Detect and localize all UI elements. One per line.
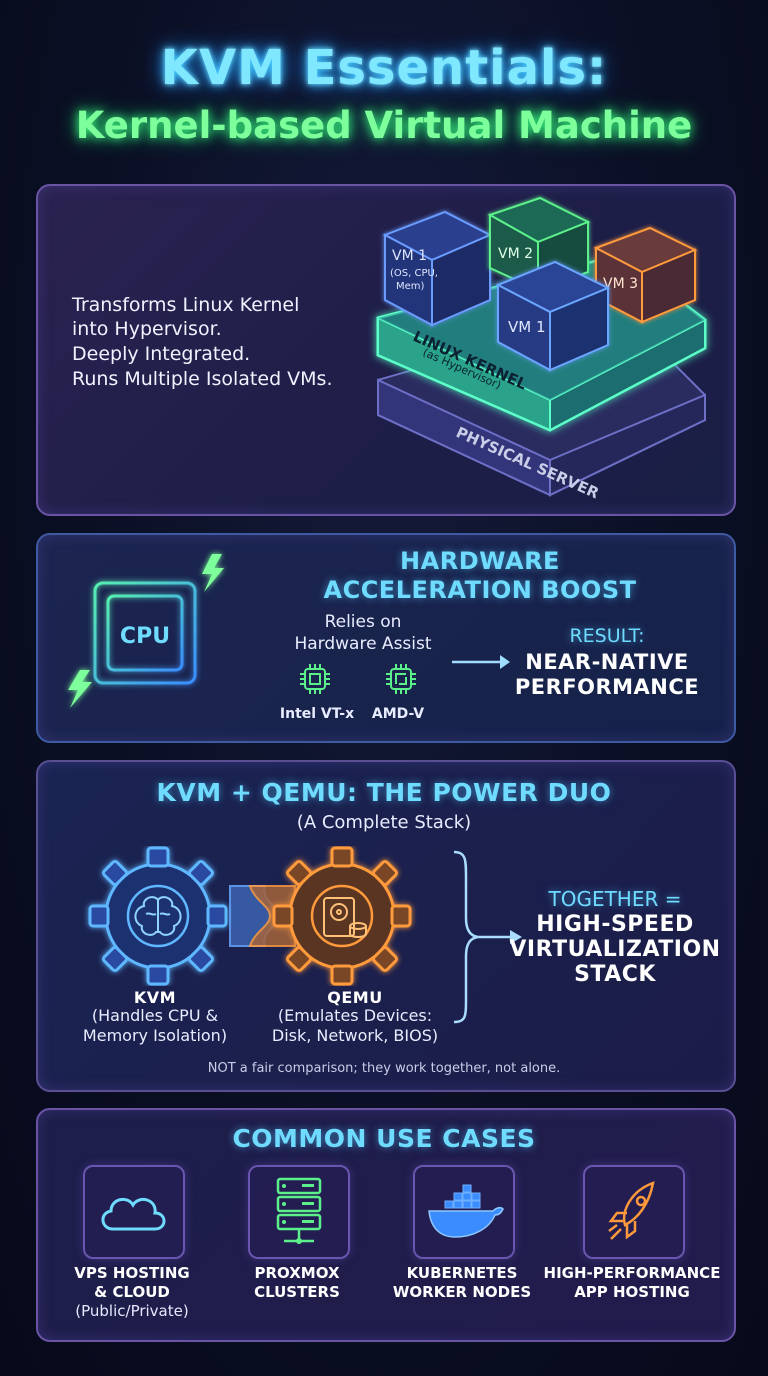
use-case-vps-label: VPS HOSTING & CLOUD (Public/Private): [58, 1264, 206, 1321]
bracket-arrow-icon: [453, 850, 522, 1024]
use-case-app-hosting-label: HIGH-PERFORMANCE APP HOSTING: [538, 1264, 726, 1302]
kvm-desc-2: Memory Isolation): [82, 1026, 228, 1045]
amd-v-label: AMD-V: [371, 706, 425, 722]
hardware-heading-line-2: ACCELERATION BOOST: [323, 576, 637, 604]
intro-line-2: into Hypervisor.: [72, 318, 222, 340]
hard-disk-icon: [323, 897, 367, 938]
vm2-label: VM 2: [498, 246, 533, 262]
brain-icon: [134, 896, 182, 936]
relies-line-1: Relies on: [324, 612, 402, 632]
intro-line-1: Transforms Linux Kernel: [72, 294, 300, 316]
cloud-icon: [101, 1197, 166, 1231]
power-duo-heading: KVM + QEMU: THE POWER DUO: [156, 778, 612, 807]
kvm-desc-1: (Handles CPU &: [91, 1006, 219, 1025]
vm1-front-cube: [495, 260, 611, 372]
use-cases-heading: COMMON USE CASES: [232, 1124, 536, 1153]
qemu-desc-2: Disk, Network, BIOS): [271, 1026, 439, 1045]
vm3-label: VM 3: [603, 276, 638, 292]
use-case-kubernetes-line-1: KUBERNETES: [406, 1264, 518, 1282]
rocket-icon: [608, 1181, 655, 1240]
lightning-bolt-icon: [202, 554, 224, 592]
intel-chip-icon: [300, 664, 330, 694]
together-line-1: HIGH-SPEED: [536, 912, 694, 937]
vm1-front-label: VM 1: [508, 318, 546, 336]
together-label: TOGETHER =: [548, 887, 682, 911]
cpu-label: CPU: [120, 624, 170, 649]
page-subtitle: Kernel-based Virtual Machine: [75, 104, 693, 147]
use-case-proxmox-line-1: PROXMOX: [254, 1264, 340, 1282]
use-cases-panel: [36, 1108, 736, 1342]
use-case-card-proxmox: [248, 1165, 350, 1259]
kvm-architecture-diagram: PHYSICAL SERVER LINUX KERNEL (as Hypervi…: [376, 196, 707, 503]
use-case-card-vps: [83, 1165, 185, 1259]
use-case-app-hosting-line-1: HIGH-PERFORMANCE: [543, 1264, 721, 1282]
lightning-bolt-icon: [68, 670, 92, 708]
kvm-title: KVM: [133, 988, 177, 1007]
result-line-1: NEAR-NATIVE: [525, 650, 689, 674]
vm1-back-cube: [382, 210, 493, 327]
result-line-2: PERFORMANCE: [514, 675, 700, 699]
power-duo-subheading: (A Complete Stack): [296, 812, 472, 833]
kvm-qemu-gears: [88, 846, 412, 986]
intro-line-4: Runs Multiple Isolated VMs.: [72, 368, 333, 390]
amd-chip-icon: [386, 664, 416, 694]
use-case-kubernetes-label: KUBERNETES WORKER NODES: [387, 1264, 537, 1302]
use-case-proxmox-line-2: CLUSTERS: [254, 1283, 340, 1301]
relies-line-2: Hardware Assist: [294, 634, 432, 654]
use-case-proxmox-label: PROXMOX CLUSTERS: [227, 1264, 367, 1302]
page-title: KVM Essentials:: [160, 40, 608, 96]
together-line-2: VIRTUALIZATION: [509, 937, 721, 962]
qemu-desc-1: (Emulates Devices:: [277, 1006, 433, 1025]
use-case-kubernetes-line-2: WORKER NODES: [392, 1283, 532, 1301]
use-case-vps-line-1: VPS HOSTING: [74, 1264, 190, 1282]
hardware-acceleration-panel: [36, 533, 736, 743]
vm1-back-detail-1: (OS, CPU,: [390, 268, 438, 279]
use-case-card-app-hosting: [583, 1165, 685, 1259]
intel-vtx-label: Intel VT-x: [279, 706, 355, 722]
together-line-3: STACK: [574, 962, 656, 987]
comparison-note: NOT a fair comparison; they work togethe…: [207, 1061, 561, 1076]
cpu-chip-icon: CPU: [68, 554, 225, 708]
qemu-gear-icon: [272, 846, 412, 986]
result-label: RESULT:: [569, 625, 645, 647]
use-case-app-hosting-line-2: APP HOSTING: [574, 1283, 690, 1301]
hardware-heading-line-1: HARDWARE: [400, 547, 560, 575]
arrow-right-icon: [452, 655, 510, 669]
vm1-back-label: VM 1: [392, 248, 427, 264]
server-rack-icon: [276, 1177, 322, 1244]
use-case-vps-sub: (Public/Private): [75, 1302, 189, 1320]
use-case-vps-line-2: & CLOUD: [94, 1283, 170, 1301]
qemu-title: QEMU: [327, 988, 383, 1007]
intro-line-3: Deeply Integrated.: [72, 343, 251, 365]
vm1-back-detail-2: Mem): [396, 281, 425, 292]
docker-whale-icon: [428, 1184, 504, 1238]
use-case-card-kubernetes: [413, 1165, 515, 1259]
